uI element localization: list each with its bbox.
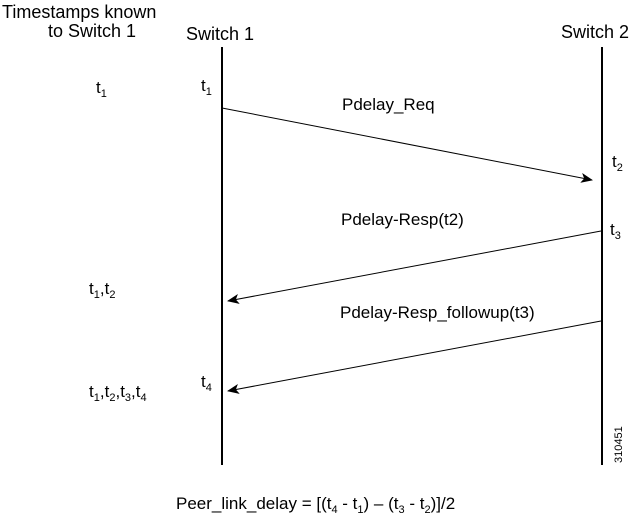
pdelay-resp-followup-label: Pdelay-Resp_followup(t3)	[340, 303, 535, 322]
switch2-t2-label: t2	[612, 152, 623, 174]
switch2-t3-label: t3	[610, 220, 621, 242]
switch1-t4-label: t4	[201, 372, 212, 394]
known-timestamps-row3: t1,t2,t3,t4	[89, 382, 147, 404]
figure-id: 310451	[613, 426, 625, 463]
pdelay-resp-arrow	[227, 230, 602, 304]
pdelay-resp-label: Pdelay-Resp(t2)	[341, 210, 464, 229]
known-timestamps-row1: t1	[96, 78, 107, 100]
switch1-t1-label: t1	[201, 76, 212, 98]
known-header-line1: Timestamps known	[2, 2, 157, 22]
pdelay-resp-followup-arrow	[227, 320, 602, 394]
switch1-label: Switch 1	[186, 24, 255, 44]
switch2-label: Switch 2	[561, 22, 630, 42]
pdelay-req-label: Pdelay_Req	[342, 95, 435, 114]
pdelay-req-arrow	[221, 107, 593, 183]
peer-link-delay-formula: Peer_link_delay = [(t4 - t1) – (t3 - t2)…	[176, 494, 456, 516]
known-timestamps-row2: t1,t2	[89, 279, 116, 301]
known-header-line2: to Switch 1	[48, 21, 137, 41]
